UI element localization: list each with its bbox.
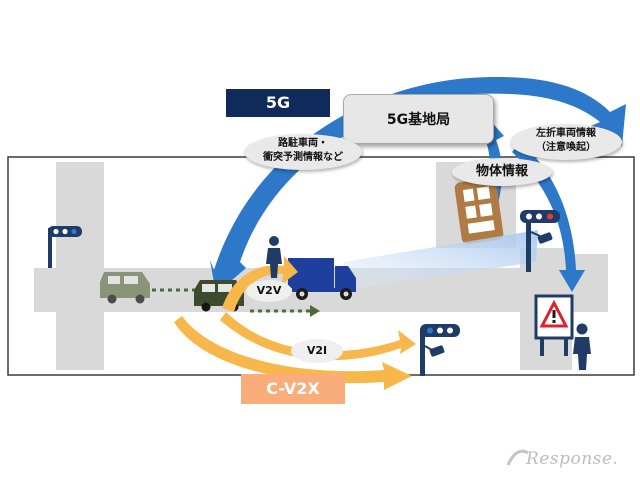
camera-icon xyxy=(530,231,553,244)
fiveg-arc xyxy=(210,77,626,294)
v2i-label: V2I xyxy=(291,339,343,363)
parked-info-line2: 衝突予測情報など xyxy=(263,152,343,163)
left-turn-line2: （注意喚起） xyxy=(536,142,596,153)
parked-info-label: 路駐車両・ 衝突予測情報など xyxy=(244,134,362,170)
parked-car-icon xyxy=(100,272,150,304)
fiveg-arrow-down xyxy=(512,142,585,292)
v2v-arrow xyxy=(222,256,298,312)
parked-info-line1: 路駐車両・ xyxy=(278,138,328,149)
traffic-signal-icon xyxy=(420,324,460,376)
cross-road-left xyxy=(56,162,104,370)
cv2x-label: C-V2X xyxy=(241,374,345,404)
traffic-signal-icon xyxy=(520,210,560,272)
watermark-logo xyxy=(506,449,529,466)
left-turn-label: 左折車両情報 （注意喚起） xyxy=(510,124,622,160)
v2i-arrow xyxy=(220,312,416,361)
fiveg-label: 5G xyxy=(226,89,330,117)
cv2x-arrow xyxy=(174,316,412,390)
object-info-label: 物体情報 xyxy=(452,158,552,186)
predicted-path-arrowhead xyxy=(310,305,320,317)
person-icon xyxy=(266,236,282,278)
person-icon xyxy=(573,323,591,370)
v2v-label: V2V xyxy=(246,280,292,302)
warning-sign-icon xyxy=(534,294,574,356)
base-station-label: 5G基地局 xyxy=(343,94,494,144)
left-turn-line1: 左折車両情報 xyxy=(536,128,596,139)
bus-icon xyxy=(454,178,504,244)
camera-icon xyxy=(424,345,445,357)
traffic-signal-icon xyxy=(48,226,82,268)
camera-beam xyxy=(344,230,538,290)
roadside-area xyxy=(572,254,608,312)
watermark-text: Response. xyxy=(526,449,619,469)
